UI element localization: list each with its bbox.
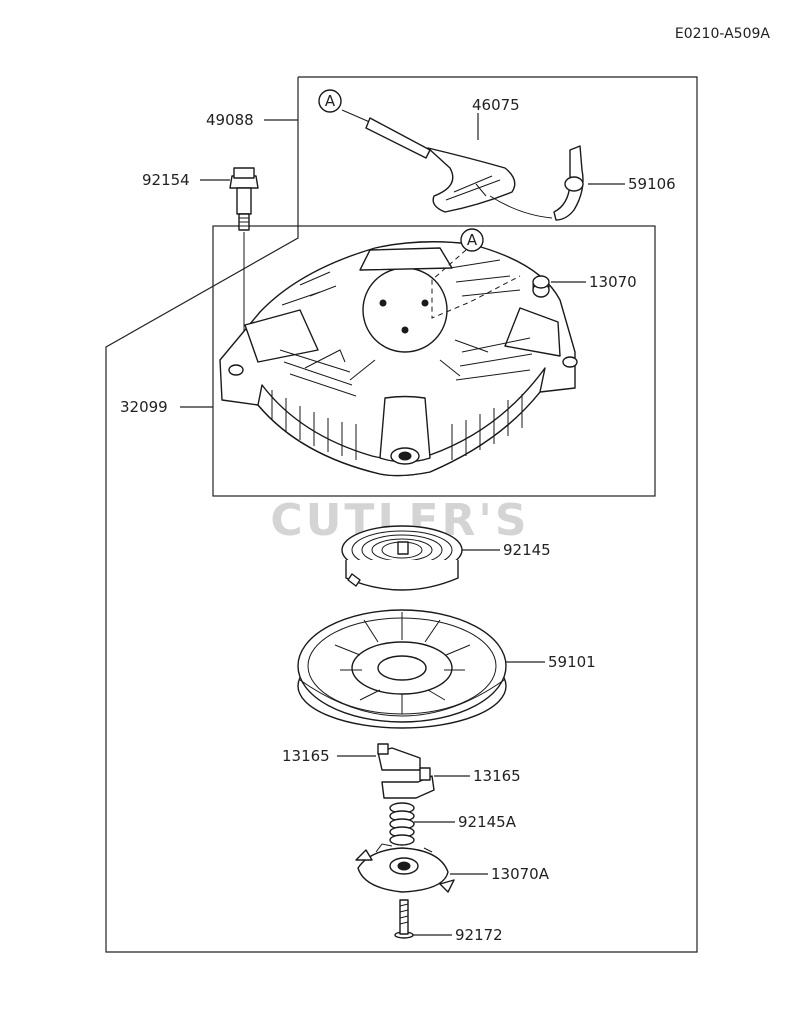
part-label-59101: 59101 [548,653,596,671]
leader-lines [180,113,625,936]
part-label-13070A: 13070A [491,865,550,883]
housing-frame-32099 [212,225,656,497]
spring-92145A[interactable] [389,802,415,846]
svg-text:A: A [467,231,478,249]
diagram-code: E0210-A509A [675,26,771,42]
pawl-13165-lower[interactable] [381,767,435,799]
starter-handle-46075[interactable] [341,109,553,219]
part-label-92145A: 92145A [458,813,517,831]
callout-marker-a-handle: A [318,89,342,113]
part-label-59106: 59106 [628,175,676,193]
part-label-49088: 49088 [206,111,254,129]
recoil-housing-32099[interactable] [219,241,578,477]
part-label-13165-lower: 13165 [473,767,521,785]
part-label-32099: 32099 [120,398,168,416]
assembly-frame-49088 [105,76,698,953]
pawl-13165-upper[interactable] [377,743,421,771]
part-label-13165-upper: 13165 [282,747,330,765]
recoil-spring-92145[interactable] [341,525,463,591]
callout-marker-a-housing: A [460,228,484,252]
screw-92172[interactable] [394,899,414,939]
reel-59101[interactable] [297,609,507,729]
svg-text:A: A [325,92,336,110]
part-label-92154: 92154 [142,171,190,189]
part-label-46075: 46075 [472,96,520,114]
rope-path-dashed [431,249,521,319]
part-label-13070: 13070 [589,273,637,291]
cap-13070[interactable] [532,275,550,298]
rope-59106[interactable] [553,145,584,221]
plate-13070A[interactable] [355,843,455,893]
part-label-92172: 92172 [455,926,503,944]
bolt-92154[interactable] [229,167,259,231]
part-label-92145: 92145 [503,541,551,559]
